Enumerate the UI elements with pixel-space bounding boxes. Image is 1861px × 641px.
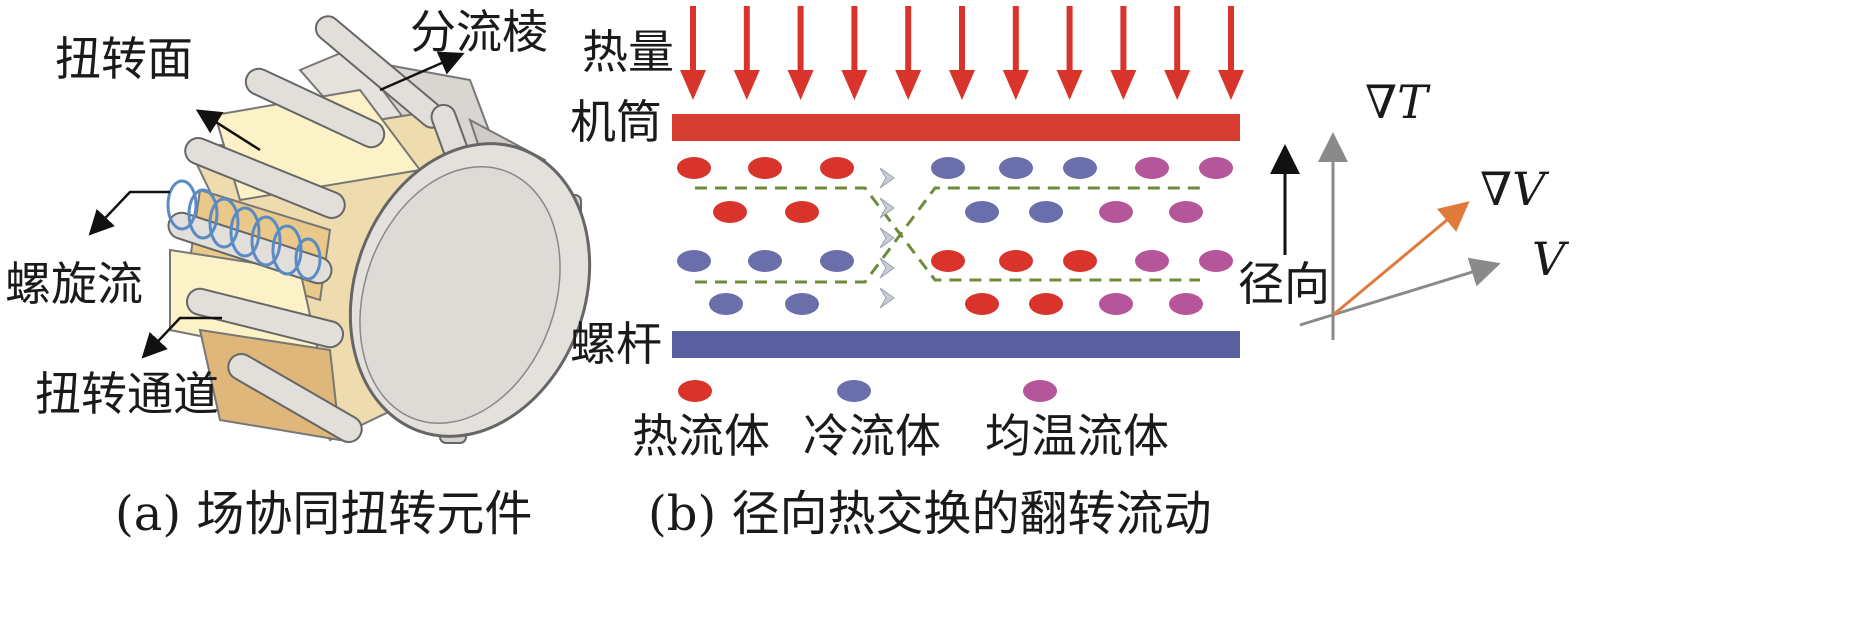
screw-label: 螺杆 [570, 317, 662, 371]
heat-arrow [1066, 6, 1073, 78]
barrel-label: 机筒 [570, 95, 662, 149]
radial-label: 径向 [1238, 257, 1330, 311]
heat-arrow-head [1218, 70, 1244, 100]
cold-fluid-particle [785, 293, 819, 315]
uniform-fluid-particle [1099, 201, 1133, 223]
uniform-fluid-particle [1169, 293, 1203, 315]
caption-a: (a) 场协同扭转元件 [115, 486, 532, 542]
heat-arrow [905, 6, 912, 78]
cold-fluid-particle [748, 250, 782, 272]
heat-arrow-head [1056, 70, 1083, 100]
flow-dividers [695, 186, 1200, 284]
heat-arrow [690, 6, 696, 78]
hot-fluid-particle [999, 250, 1033, 272]
cold-fluid-particle [1063, 157, 1097, 179]
hot-fluid-particle [965, 293, 999, 315]
heat-arrow [959, 6, 965, 78]
legend-hot-marker [678, 380, 712, 402]
uniform-fluid-particle [1135, 250, 1169, 272]
heat-arrow [743, 6, 750, 78]
heat-arrow [851, 6, 858, 78]
uniform-fluid-particle [1199, 250, 1233, 272]
legend-hot-label: 热流体 [632, 409, 770, 463]
twist-face-label: 扭转面 [55, 32, 193, 86]
cold-fluid-particle [709, 293, 743, 315]
hot-fluid-particle [713, 201, 747, 223]
cold-fluid-particle [999, 157, 1033, 179]
legend-uniform-marker [1023, 380, 1057, 402]
heat-arrow-head [787, 70, 814, 100]
heat-arrow [1120, 6, 1127, 78]
splitter-rib-label: 分流棱 [410, 5, 548, 59]
heat-arrow-head [949, 70, 975, 100]
heat-arrow-head [680, 70, 706, 100]
uniform-fluid-particle [1099, 293, 1133, 315]
grad-t-label: ∇T [1365, 75, 1431, 129]
uniform-fluid-particle [1169, 201, 1203, 223]
heat-arrow-head [1110, 70, 1137, 100]
hot-fluid-particle [748, 157, 782, 179]
caption-b: (b) 径向热交换的翻转流动 [648, 486, 1211, 542]
vector-diagram: ∇T ∇V V [1299, 75, 1570, 340]
barrel-bar [672, 114, 1240, 141]
heat-arrow-head [1164, 70, 1191, 100]
heat-arrows [680, 6, 1244, 100]
flow-chevrons [879, 167, 895, 309]
legend-cold-marker [837, 380, 871, 402]
cold-fluid-particle [1029, 201, 1063, 223]
heat-arrow-head [841, 70, 868, 100]
hot-fluid-particle [677, 157, 711, 179]
twist-channel-label: 扭转通道 [35, 367, 219, 421]
cold-fluid-particle [820, 250, 854, 272]
cold-fluid-particle [965, 201, 999, 223]
legend-cold-label: 冷流体 [803, 409, 941, 463]
heat-arrow [1228, 6, 1234, 78]
hot-fluid-particle [820, 157, 854, 179]
screw-bar [672, 331, 1240, 358]
heat-arrow [1012, 6, 1019, 78]
uniform-fluid-particle [1199, 157, 1233, 179]
helical-flow-spring [166, 179, 322, 281]
heat-arrow [1174, 6, 1181, 78]
uniform-fluid-particle [1135, 157, 1169, 179]
heat-arrow-head [895, 70, 922, 100]
heat-arrow [797, 6, 804, 78]
twist-element-illustration [166, 15, 592, 444]
hot-fluid-particle [1029, 293, 1063, 315]
v-label: V [1532, 232, 1570, 286]
cold-fluid-particle [931, 157, 965, 179]
heat-label: 热量 [582, 25, 674, 79]
fluid-particles [677, 157, 1233, 315]
heat-arrow-head [733, 70, 760, 100]
cold-fluid-particle [677, 250, 711, 272]
helical-flow-label: 螺旋流 [5, 257, 143, 311]
grad-v-vector [1332, 201, 1470, 317]
hot-fluid-particle [931, 250, 965, 272]
hot-fluid-particle [785, 201, 819, 223]
grad-v-label: ∇V [1480, 162, 1550, 216]
panel-a-leaders [88, 51, 465, 359]
hot-fluid-particle [1063, 250, 1097, 272]
heat-arrow-head [1002, 70, 1029, 100]
v-vector [1299, 257, 1501, 327]
legend-uniform-label: 均温流体 [985, 409, 1169, 463]
